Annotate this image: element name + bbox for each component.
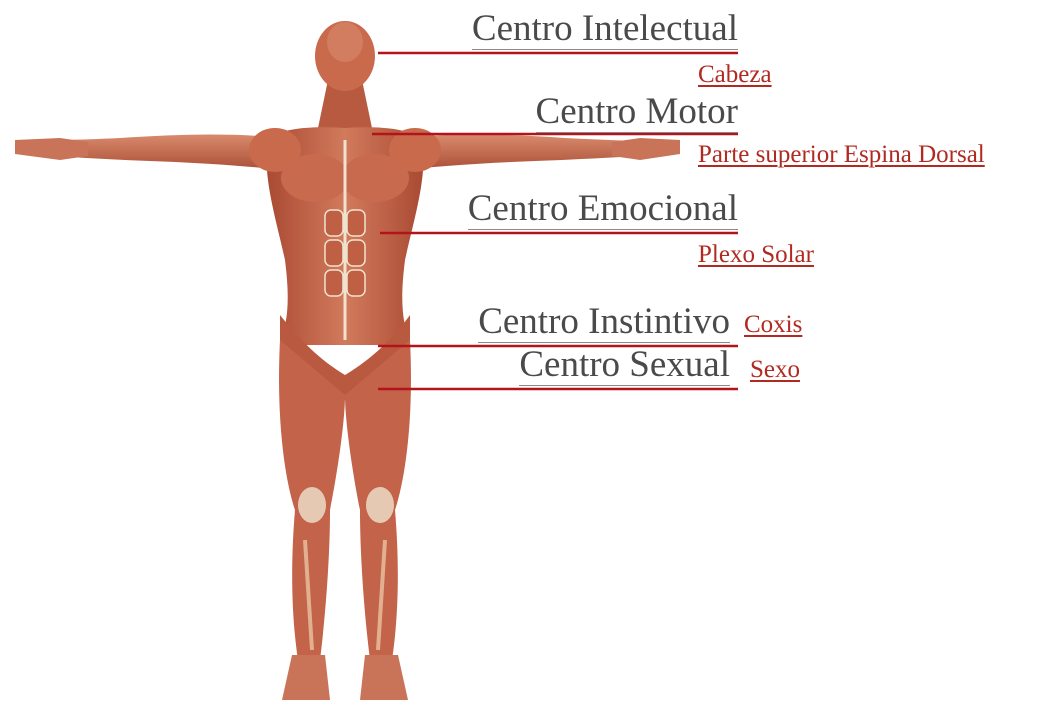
center-motor-label: Centro Motor — [536, 93, 738, 133]
location-cabeza-label: Cabeza — [698, 62, 772, 87]
center-instintivo-label: Centro Instintivo — [478, 303, 730, 343]
center-sexual-label: Centro Sexual — [519, 346, 730, 386]
center-intelectual-label: Centro Intelectual — [472, 10, 738, 50]
location-coxis-label: Coxis — [744, 312, 802, 337]
location-espina-label: Parte superior Espina Dorsal — [698, 142, 985, 167]
location-plexo-label: Plexo Solar — [698, 242, 814, 267]
left-hand — [15, 138, 88, 160]
location-sexo-label: Sexo — [750, 357, 800, 382]
right-hand — [612, 138, 680, 160]
right-foot — [360, 655, 408, 700]
left-foot — [282, 655, 330, 700]
center-emocional-label: Centro Emocional — [468, 190, 738, 230]
